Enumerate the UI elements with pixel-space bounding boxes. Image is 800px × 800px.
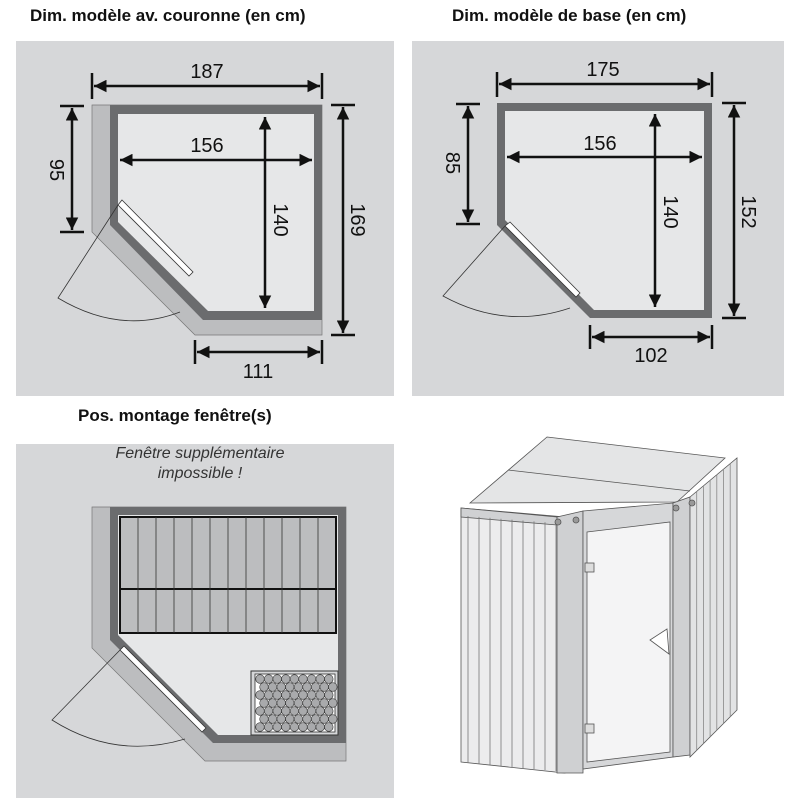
heater-stone — [298, 706, 308, 716]
base-model-plan: 175 156 140 152 85 102 — [412, 41, 784, 396]
heater-stone — [307, 674, 317, 684]
heater-stone — [311, 682, 321, 692]
heater-stone — [319, 698, 329, 708]
window-note-line2: impossible ! — [158, 465, 243, 482]
dim-inner-depth: 140 — [659, 195, 681, 228]
heater-stone — [324, 722, 334, 732]
heater-stone — [302, 714, 312, 724]
heater-stone — [264, 690, 274, 700]
heater-stone — [276, 698, 286, 708]
heater-stone — [272, 706, 282, 716]
heater-stone — [315, 706, 325, 716]
sauna-heater — [250, 670, 339, 736]
heater-stone — [259, 698, 269, 708]
window-note-line1: Fenêtre supplémentaire — [116, 445, 285, 462]
heater-stone — [285, 698, 295, 708]
bench-upper — [119, 516, 337, 634]
crown-model-plan: 187 156 140 169 95 111 — [16, 41, 394, 396]
heater-stone — [276, 714, 286, 724]
dim-left-side: 95 — [45, 159, 67, 181]
heater-stone — [307, 706, 317, 716]
heater-stone — [281, 722, 291, 732]
dim-depth-total: 152 — [737, 195, 759, 228]
heater-stone — [293, 698, 304, 708]
dim-bottom-side: 102 — [634, 345, 667, 367]
heater-stone — [255, 722, 265, 732]
dim-width-total: 187 — [190, 61, 223, 83]
heater-stone — [298, 674, 308, 684]
dim-left-side: 85 — [441, 152, 463, 174]
heater-stone — [264, 706, 274, 716]
heater-stone — [289, 690, 300, 700]
window-position-title: Pos. montage fenêtre(s) — [78, 406, 272, 425]
heater-stone — [307, 722, 317, 732]
heater-stone — [289, 722, 300, 732]
base-model-title: Dim. modèle de base (en cm) — [452, 6, 687, 25]
sauna-3d-view — [460, 436, 738, 774]
door-handle[interactable] — [649, 628, 670, 655]
heater-stone — [272, 722, 282, 732]
heater-stone — [268, 698, 278, 708]
heater-stone — [281, 674, 291, 684]
heater-stone — [255, 690, 265, 700]
heater-stone — [328, 714, 338, 724]
dim-width-total: 175 — [586, 59, 619, 81]
window-position-plan: Fenêtre supplémentaire impossible ! — [16, 444, 394, 798]
heater-stone — [276, 682, 286, 692]
heater-stone — [272, 674, 282, 684]
heater-stone — [259, 682, 269, 692]
heater-stone — [315, 690, 325, 700]
heater-stone — [268, 714, 278, 724]
heater-stone — [307, 690, 317, 700]
heater-stone — [311, 714, 321, 724]
dim-depth-total: 169 — [346, 203, 368, 236]
heater-stone — [289, 674, 300, 684]
heater-stone — [264, 722, 274, 732]
heater-stone — [298, 722, 308, 732]
dim-inner-width: 156 — [190, 135, 223, 157]
heater-stone — [255, 706, 265, 716]
heater-stone — [281, 706, 291, 716]
heater-stone — [281, 690, 291, 700]
heater-stone — [324, 706, 334, 716]
heater-stone — [285, 682, 295, 692]
heater-stone — [289, 706, 300, 716]
dim-inner-width: 156 — [583, 133, 616, 155]
heater-stone — [302, 682, 312, 692]
heater-stone — [264, 674, 274, 684]
heater-stone — [255, 674, 265, 684]
heater-stone — [302, 698, 312, 708]
heater-stone — [315, 674, 325, 684]
heater-stone — [311, 698, 321, 708]
heater-stone — [324, 674, 334, 684]
heater-stone — [328, 698, 338, 708]
heater-stone — [324, 690, 334, 700]
heater-stone — [319, 714, 329, 724]
crown-model-title: Dim. modèle av. couronne (en cm) — [30, 6, 306, 25]
heater-stone — [293, 714, 304, 724]
heater-stone — [293, 682, 304, 692]
heater-stone — [285, 714, 295, 724]
door[interactable] — [586, 521, 671, 763]
dim-bottom-side: 111 — [243, 361, 273, 383]
heater-stone — [272, 690, 282, 700]
heater-stone — [328, 682, 338, 692]
dim-inner-depth: 140 — [269, 203, 291, 236]
heater-stone — [319, 682, 329, 692]
heater-stone — [268, 682, 278, 692]
heater-stone — [315, 722, 325, 732]
heater-stone — [298, 690, 308, 700]
heater-stone — [259, 714, 269, 724]
